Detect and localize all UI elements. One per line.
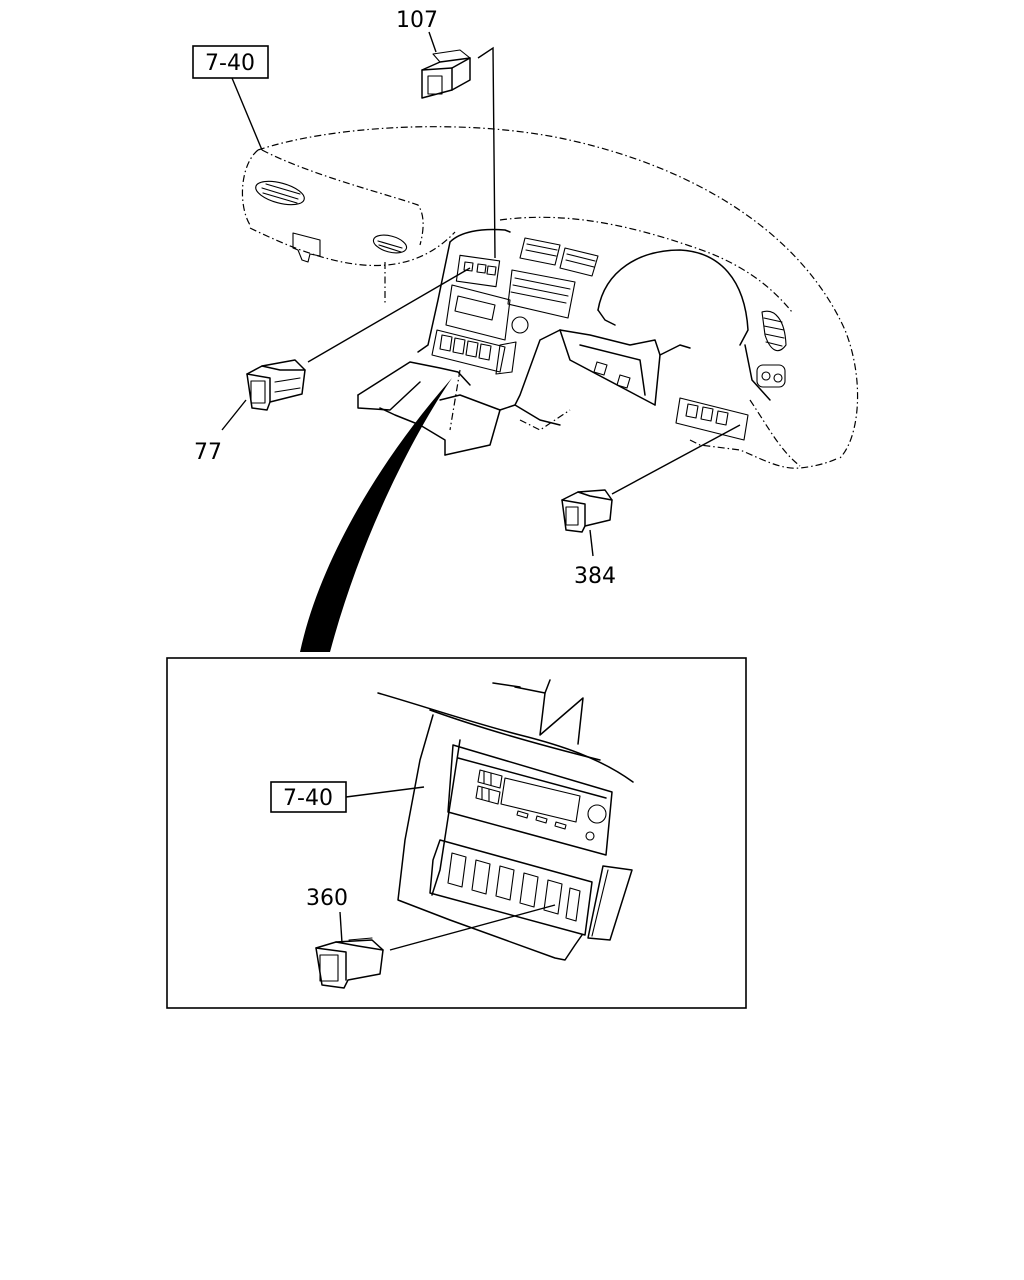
inset-console-illustration: [377, 679, 634, 961]
part-number-77: 77: [194, 440, 222, 465]
ref-box-top: [192, 45, 269, 79]
part-number-107: 107: [396, 8, 438, 33]
switch-360-icon: [315, 937, 384, 989]
ref-label-inset: 7-40: [283, 786, 333, 811]
part-number-384: 384: [574, 564, 616, 589]
ref-box-inset: [270, 781, 347, 813]
switch-384-icon: [561, 489, 613, 533]
part-number-360: 360: [306, 886, 348, 911]
dashboard-illustration: [241, 126, 859, 652]
switch-77-icon: [246, 359, 306, 411]
detail-pointer-arrow: [300, 378, 452, 652]
detail-inset-frame: [166, 657, 747, 1009]
ref-label-top: 7-40: [205, 51, 255, 76]
switch-107-icon: [421, 49, 471, 99]
